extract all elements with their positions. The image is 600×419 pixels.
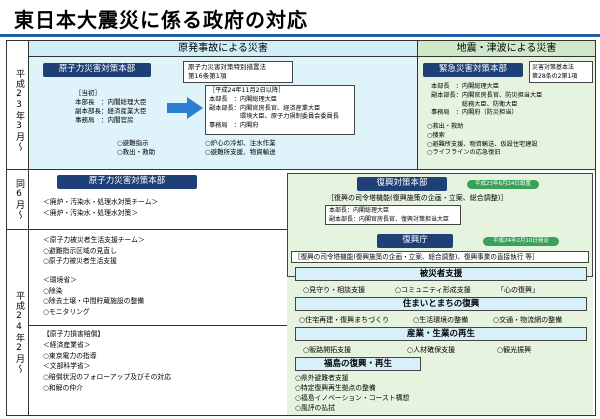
industry-item-1: ○販路開拓支援 [303, 346, 352, 354]
emergency-law: 災害対策基本法 第28条の2第1項 [529, 61, 593, 83]
nuclear-hq-june-label: 原子力災害対策本部 [57, 175, 197, 189]
support-item-1: ○見守り・相談支援 [303, 286, 366, 294]
agency-badge: 平成24年2月10日発足 [483, 237, 559, 246]
agency-desc: ［復興の司令塔機能(復興施策の企画・立案、総合調整)、復興事業の直接執行 等］ [291, 251, 589, 263]
emergency-hq-label: 緊急災害対策本部 [423, 63, 523, 77]
reconstruction-hq-label: 復興対策本部 [357, 177, 447, 191]
housing-item-3: ○交通・物流網の整備 [493, 316, 563, 324]
industry-item-3: ○観光振興 [497, 346, 532, 354]
industry-bar: 産業・生業の再生 [295, 327, 587, 341]
housing-bar: 住まいとまちの復興 [295, 297, 587, 311]
header-nuclear: 原発事故による災害 [29, 41, 417, 57]
housing-item-1: ○住宅再建・復興まちづくり [299, 316, 390, 324]
diagram-frame: 平成23年3月～ 同6月～ 平成24年2月～ 原発事故による災害 地震・津波によ… [6, 40, 596, 416]
fukushima-bar: 福島の復興・再生 [295, 357, 421, 371]
nuclear-hq-revised: ［平成24年11月2日以降］ 本部長 ：内閣総理大臣 副本部長：内閣官房長官、経… [205, 85, 355, 135]
emergency-hq-members: 本部長 ：内閣総理大臣 副本部長：内閣官房長官、防災担当大臣 総務大臣、防衛大臣… [431, 83, 543, 117]
arrow-right-icon [167, 97, 203, 119]
nuclear-victim-support-team: ＜原子力被災者生活支援チーム＞ ○避難指示区域の見直し ○原子力被災者生活支援 [43, 236, 145, 265]
nuclear-hq-label: 原子力災害対策本部 [43, 63, 151, 77]
victim-support-bar: 被災者支援 [295, 267, 587, 281]
support-item-2: ○コミュニティ形成支援 [395, 286, 471, 294]
period-2011-march: 平成23年3月～ [14, 69, 24, 152]
nuclear-compensation: 【原子力損害賠償】 ＜経済産業省＞ ○東京電力の指導 ＜文部科学省＞ ○賠償状況… [43, 330, 172, 392]
title-underline [0, 34, 600, 37]
period-column [7, 41, 29, 415]
nuclear-hq-initial: ［当初］ 本部長 ：内閣総理大臣 副本部長：経済産業大臣 事務局 ：内閣官房 [75, 89, 147, 124]
period-2012-feb: 平成24年2月～ [14, 291, 24, 374]
environment-ministry: ＜環境省＞ ○除染 ○除去土壌・中間貯蔵施設の整備 ○モニタリング [43, 276, 145, 316]
support-item-3: 「心の復興」 [497, 286, 539, 294]
fukushima-items: ○県外避難者支援 ○特定復興再生拠点の整備 ○福島イノベーション・コースト構想 … [295, 374, 410, 412]
nuclear-hq-june-items: ＜廃炉・汚染水・処理水対策チーム＞ ＜廃炉・汚染水・処理水対策＞ [43, 198, 159, 217]
emergency-hq-items: ○救出・救助 ○捜索 ○避難所支援、物資輸送、仮設住宅建設 ○ライフラインの応急… [427, 123, 538, 157]
reconstruction-hq-desc: ［復興の司令塔機能(復興施策の企画・立案、総合調整)］ [327, 194, 508, 202]
agency-label: 復興庁 [377, 234, 453, 248]
housing-item-2: ○生活環境の整備 [413, 316, 469, 324]
nuclear-hq-items-right: ○炉心の冷却、注水作業 ○避難所支援、物資輸送 [205, 139, 276, 156]
period-june: 同6月～ [14, 179, 24, 220]
reconstruction-hq-badge: 平成23年6月24日設置 [467, 180, 539, 189]
industry-item-2: ○人材確保支援 [407, 346, 456, 354]
nuclear-law: 原子力災害対策特別措置法 第16条第1項 [183, 61, 293, 83]
reconstruction-hq-members: 本部長：内閣総理大臣 副本部長：内閣官房長官、復興対策担当大臣 [325, 205, 461, 225]
nuclear-hq-items-left: ○避難指示 ○救出・救助 [117, 139, 156, 156]
header-quake: 地震・津波による災害 [417, 41, 595, 57]
page-title: 東日本大震災に係る政府の対応 [14, 8, 308, 32]
